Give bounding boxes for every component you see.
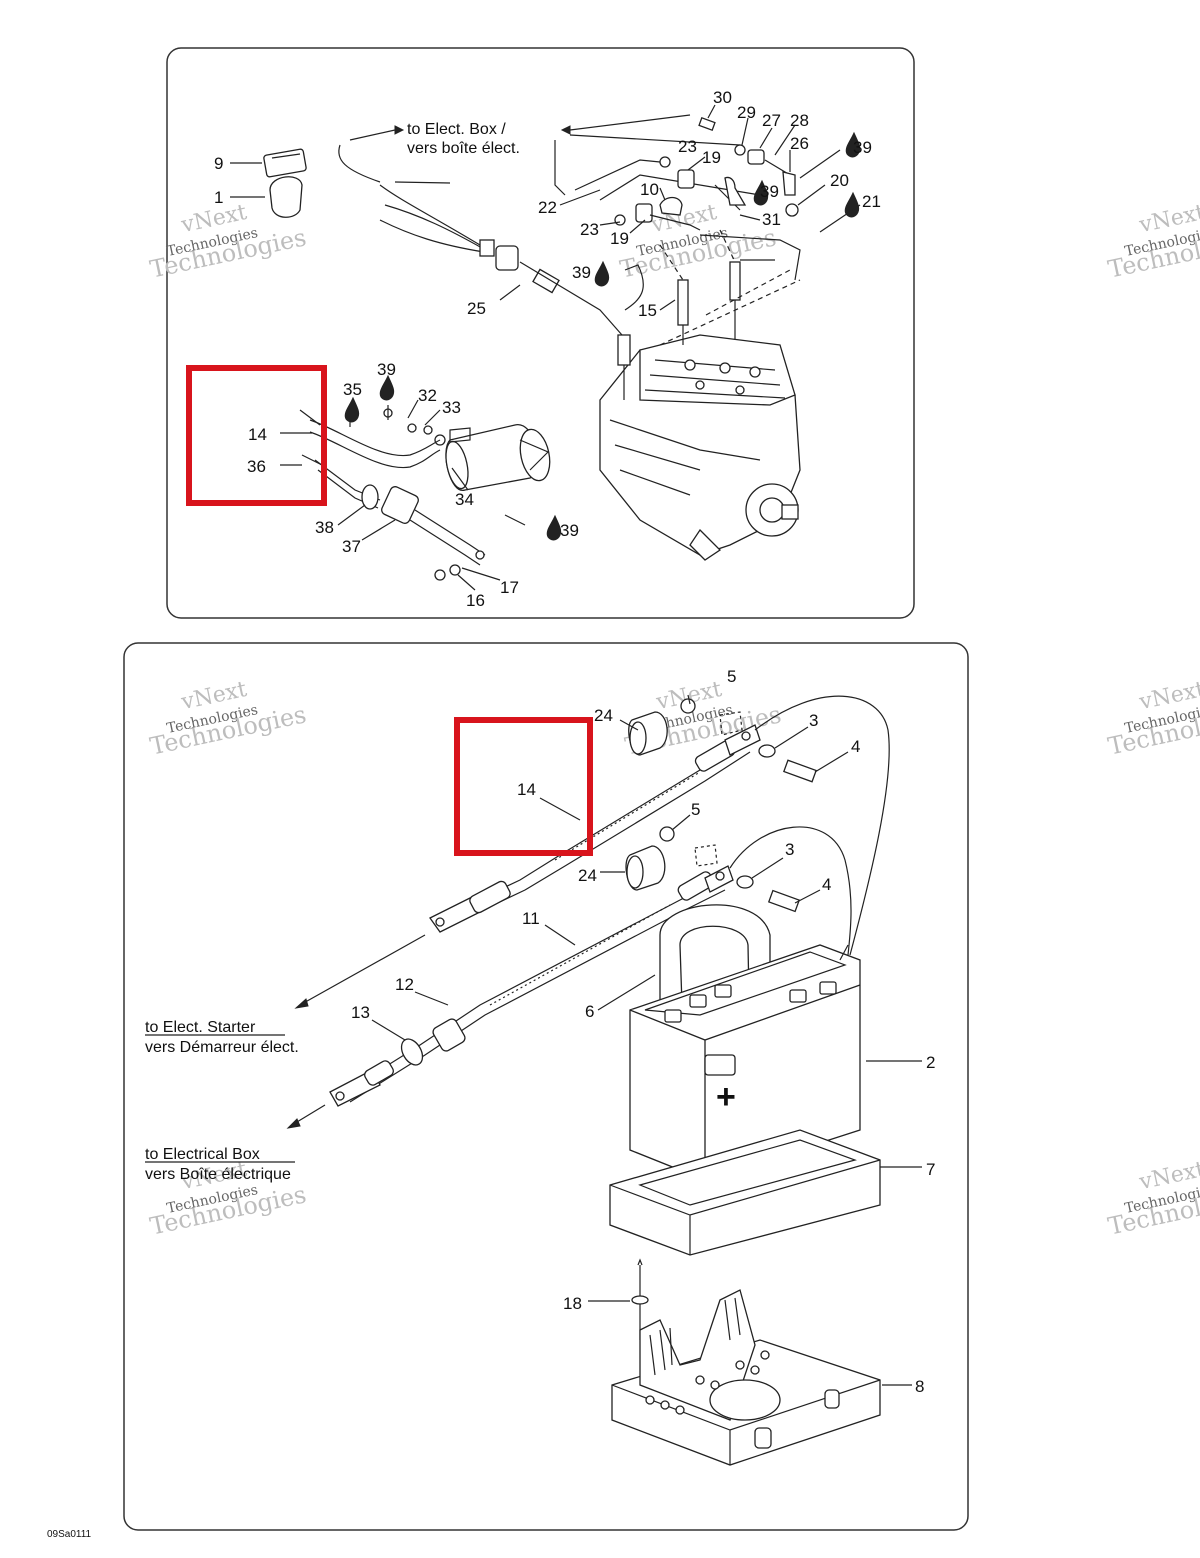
- callout-label: 23: [678, 137, 697, 156]
- note-starter-line2: vers Démarreur élect.: [145, 1039, 299, 1056]
- watermark: vNext Technologies Technologies: [1106, 1157, 1200, 1241]
- callout-label: 5: [727, 667, 736, 686]
- callout-label: 18: [563, 1294, 582, 1313]
- callout-label: 28: [790, 111, 809, 130]
- spark-plugs: [659, 229, 801, 346]
- cable-11: [329, 826, 852, 1107]
- cable-14: [429, 695, 890, 956]
- callout-label: 2: [926, 1053, 935, 1072]
- starter-motor: [434, 424, 551, 491]
- callout-label: 24: [578, 866, 597, 885]
- upper-wires: [554, 114, 801, 281]
- note-electrical-box-line1: to Electrical Box: [145, 1146, 260, 1163]
- callout-label-14: 14: [248, 425, 267, 444]
- bottom-leaders: [371, 694, 922, 1386]
- callout-label: 37: [342, 537, 361, 556]
- callout-label: 29: [737, 103, 756, 122]
- callout-label: 3: [785, 840, 794, 859]
- callout-label: 35: [343, 380, 362, 399]
- watermark: vNext Technologies Technologies: [1106, 677, 1200, 761]
- arrow-to-starter: [299, 934, 426, 1006]
- battery: +: [629, 944, 861, 1181]
- callout-label-14: 14: [517, 780, 536, 799]
- callout-label: 11: [522, 909, 540, 928]
- callout-label: 36: [247, 457, 266, 476]
- callout-label: 4: [851, 737, 860, 756]
- bottom-panel-drawing: + to Elect. Starter vers Dém: [145, 667, 935, 1466]
- watermark: vNext Technologies Technologies: [1106, 200, 1200, 284]
- callout-label: 32: [418, 386, 437, 405]
- note-starter-line1: to Elect. Starter: [145, 1019, 256, 1036]
- callout-label: 6: [585, 1002, 594, 1021]
- grease-drop-icons: [344, 131, 861, 541]
- bottom-panel-frame: [123, 642, 969, 1531]
- callout-label: 33: [442, 398, 461, 417]
- callout-label: 39: [560, 521, 579, 540]
- callout-label: 9: [214, 154, 223, 173]
- callout-label: 30: [713, 88, 732, 107]
- highlight-box-part-14-top: [186, 365, 327, 506]
- diagram-reference-code: 09Sa0111: [47, 1529, 92, 1540]
- callout-label: 20: [830, 171, 849, 190]
- callout-label: 1: [214, 188, 223, 207]
- battery-plus-sign: +: [716, 1078, 736, 1116]
- engine-block: [599, 334, 801, 561]
- callout-label: 21: [862, 192, 881, 211]
- callout-label: 24: [594, 706, 613, 725]
- note-elect-box-line1: to Elect. Box /: [407, 121, 506, 138]
- highlight-box-part-14-bottom: [454, 717, 593, 856]
- callout-label: 3: [809, 711, 818, 730]
- starter-cable: [299, 408, 486, 581]
- note-electrical-box-line2: vers Boîte électrique: [145, 1166, 291, 1183]
- callout-label: 38: [315, 518, 334, 537]
- callout-label: 19: [702, 148, 721, 167]
- callout-label: 23: [580, 220, 599, 239]
- callout-label: 7: [926, 1160, 935, 1179]
- clip-parts: [263, 148, 307, 218]
- callout-label: 15: [638, 301, 657, 320]
- callout-label: 19: [610, 229, 629, 248]
- top-leaders: [230, 104, 861, 591]
- callout-label: 13: [351, 1003, 370, 1022]
- wire-harness: [338, 125, 631, 400]
- callout-label: 17: [500, 578, 519, 597]
- callout-label: 4: [822, 875, 831, 894]
- callout-label: 39: [760, 182, 779, 201]
- top-panel-drawing: to Elect. Box / vers boîte élect. 30 29 …: [186, 88, 881, 610]
- callout-label: 25: [467, 299, 486, 318]
- callout-label: 5: [691, 800, 700, 819]
- callout-label: 31: [762, 210, 781, 229]
- battery-support: [611, 1289, 881, 1466]
- callout-label: 12: [395, 975, 414, 994]
- callout-label: 8: [915, 1377, 924, 1396]
- callout-label: 16: [466, 591, 485, 610]
- callout-label: 22: [538, 198, 557, 217]
- callout-label: 39: [853, 138, 872, 157]
- callout-label: 10: [640, 180, 659, 199]
- callout-label: 39: [572, 263, 591, 282]
- callout-label: 27: [762, 111, 781, 130]
- note-elect-box-line2: vers boîte élect.: [407, 140, 520, 157]
- callout-label: 26: [790, 134, 809, 153]
- callout-label: 39: [377, 360, 396, 379]
- callout-label: 34: [455, 490, 474, 509]
